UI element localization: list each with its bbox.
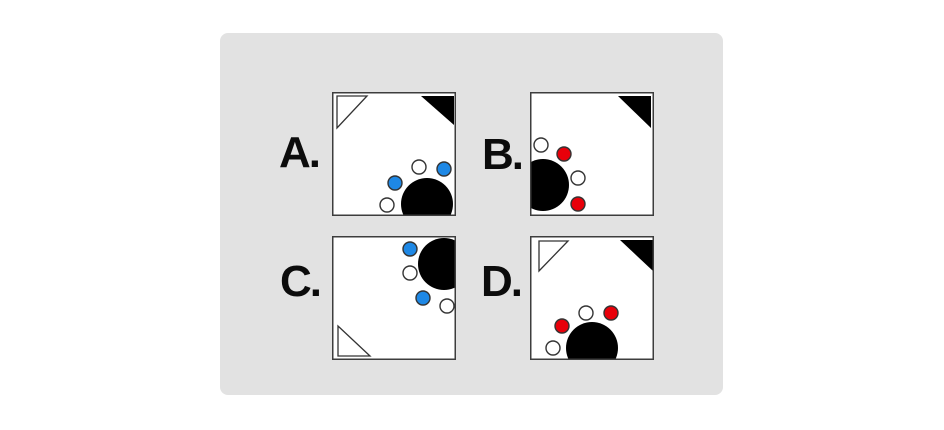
option-figure-b[interactable]: [530, 92, 654, 216]
option-label-b: B.: [482, 130, 524, 179]
square-outline: [332, 236, 456, 360]
top-left-white-triangle: [336, 95, 369, 130]
white-small-circle: [379, 197, 395, 213]
square-outline: [530, 92, 654, 216]
red-small-circle: [570, 196, 586, 212]
white-small-circle: [533, 137, 549, 153]
big-black-circle: [401, 178, 453, 216]
blue-small-circle: [436, 161, 452, 177]
square-outline: [530, 236, 654, 360]
white-small-circle: [578, 305, 594, 321]
blue-small-circle: [387, 175, 403, 191]
white-small-circle: [411, 159, 427, 175]
white-small-circle: [545, 340, 561, 356]
square-outline: [332, 92, 456, 216]
white-small-circle: [402, 265, 418, 281]
big-black-circle: [418, 238, 456, 290]
big-black-circle: [530, 159, 569, 211]
top-right-black-triangle: [618, 96, 651, 128]
option-label-a: A.: [279, 128, 321, 177]
white-small-circle: [570, 170, 586, 186]
blue-small-circle: [415, 290, 431, 306]
option-label-d: D.: [481, 257, 523, 306]
option-figure-a[interactable]: [332, 92, 456, 216]
red-small-circle: [554, 318, 570, 334]
option-label-c: C.: [280, 257, 322, 306]
blue-small-circle: [402, 241, 418, 257]
red-small-circle: [603, 305, 619, 321]
top-left-white-triangle: [538, 240, 570, 273]
option-figure-d[interactable]: [530, 236, 654, 360]
big-black-circle: [566, 322, 618, 360]
top-right-black-triangle: [421, 96, 454, 125]
bottom-left-white-triangle: [337, 324, 372, 357]
top-right-black-triangle: [620, 240, 653, 271]
red-small-circle: [556, 146, 572, 162]
option-figure-c[interactable]: [332, 236, 456, 360]
white-small-circle: [439, 298, 455, 314]
